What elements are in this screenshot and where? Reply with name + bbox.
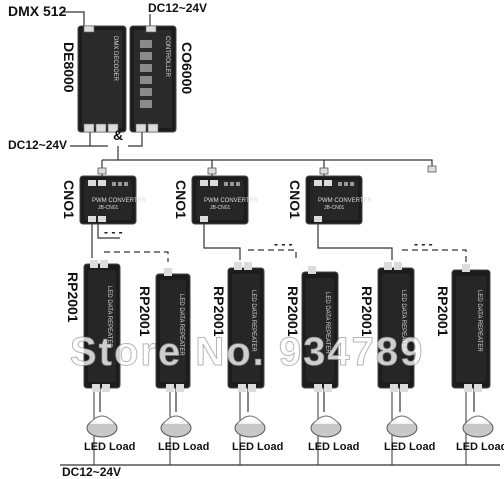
led-load-3 — [234, 415, 266, 438]
cn01-3-face-text: PWM CONVERTER — [318, 198, 372, 204]
led-load-label-3: LED Load — [232, 441, 284, 453]
led-load-4 — [310, 415, 342, 438]
continuation-dots-2: - - - — [274, 237, 293, 251]
device-rp2001-5 — [377, 262, 415, 392]
wire-cn1-to-rp2 — [104, 251, 169, 262]
wire-cn2-to-rp4 — [248, 249, 297, 262]
dc-bottom-label: DC12~24V — [62, 465, 122, 479]
led-load-label-5: LED Load — [384, 441, 436, 453]
dmx-input-label: DMX 512 — [8, 3, 67, 19]
cn01-1-label: CNO1 — [61, 180, 77, 219]
device-de8000 — [77, 25, 127, 133]
led-load-label-6: LED Load — [456, 441, 504, 453]
terminal-bus-c — [319, 167, 329, 175]
led-load-6 — [462, 415, 494, 438]
wire-dmx-in — [62, 11, 85, 28]
cn01-2-face-text: PWM CONVERTER — [204, 198, 258, 204]
rp2001-1-label: RP2001 — [65, 272, 81, 323]
led-load-label-2: LED Load — [158, 441, 210, 453]
device-co6000 — [129, 25, 177, 133]
wire-cn2-out — [203, 224, 241, 260]
continuation-dots-3: - - - — [414, 237, 433, 251]
wire-de8000-out — [89, 132, 108, 147]
wire-cn1-branch — [97, 224, 120, 239]
device-rp2001-1 — [83, 260, 121, 392]
rp2001-2-label: RP2001 — [137, 286, 153, 337]
device-rp2001-3 — [227, 262, 265, 392]
cn01-1-model: JB-CN01 — [98, 205, 119, 211]
cn01-3-model: JB-CN01 — [324, 205, 345, 211]
cn01-1-face-text: PWM CONVERTER — [92, 198, 146, 204]
device-cn01-1 — [79, 175, 137, 225]
led-load-2 — [160, 415, 192, 438]
wire-main-bus — [117, 146, 433, 168]
rp2001-6-face-text: LED DATA REPEATER — [476, 290, 482, 352]
de8000-face-text: DMX DECODER — [112, 36, 118, 82]
wire-co6000-out — [128, 132, 143, 147]
rp2001-4-label: RP2001 — [285, 286, 301, 337]
led-load-label-4: LED Load — [308, 441, 360, 453]
cn01-2-model: JB-CN01 — [210, 205, 231, 211]
co6000-label: CO6000 — [179, 42, 195, 95]
device-cn01-3 — [305, 175, 363, 225]
rp2001-5-label: RP2001 — [359, 286, 375, 337]
wire-cn3-out — [317, 224, 393, 260]
led-load-label-1: LED Load — [84, 441, 136, 453]
cn01-3-label: CNO1 — [287, 180, 303, 219]
device-rp2001-6 — [451, 264, 491, 392]
rp2001-3-label: RP2001 — [211, 286, 227, 337]
and-symbol: & — [113, 127, 124, 143]
led-load-1 — [86, 415, 118, 438]
dc-top-label: DC12~24V — [148, 1, 208, 15]
continuation-dots-1: - - - — [104, 225, 123, 239]
rp2001-6-label: RP2001 — [435, 286, 451, 337]
co6000-face-text: CONTROLLER — [164, 36, 170, 78]
dc-left-label: DC12~24V — [8, 138, 68, 152]
terminal-bus-b — [207, 167, 217, 175]
terminal-bus-end — [427, 165, 437, 173]
de8000-label: DE8000 — [61, 42, 77, 93]
terminal-bus-a — [97, 167, 107, 175]
wire-cn3-to-rp6 — [402, 249, 467, 262]
store-watermark: Store No. 934789 — [69, 330, 425, 375]
led-load-5 — [386, 415, 418, 438]
cn01-2-label: CNO1 — [173, 180, 189, 219]
device-cn01-2 — [191, 175, 249, 225]
device-rp2001-2 — [155, 268, 191, 392]
device-rp2001-4 — [301, 266, 339, 392]
